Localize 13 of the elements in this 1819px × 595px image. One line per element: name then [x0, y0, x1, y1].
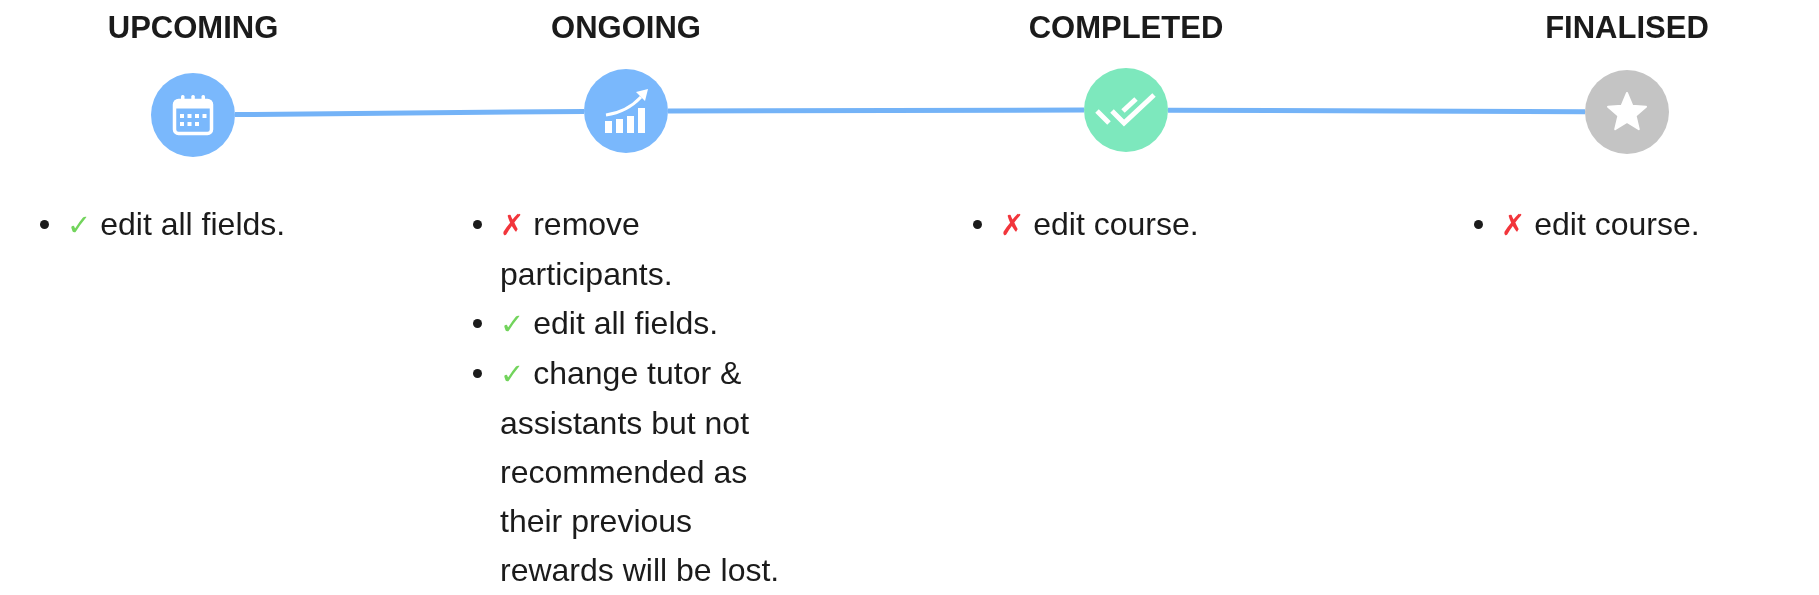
list-item-text: ✓ edit all fields.	[67, 205, 286, 244]
stage-heading: COMPLETED	[1028, 10, 1224, 46]
connector-line	[1168, 107, 1585, 115]
stage-heading: UPCOMING	[107, 10, 279, 46]
list-item-text: ✗ edit course.	[1000, 205, 1199, 244]
connector-line	[234, 108, 585, 118]
list-item-text: ✓ change tutor & assistants but not recommended as their previous rewards will be lost.	[500, 354, 781, 590]
list-item-text: ✓ edit all fields.	[500, 304, 719, 343]
list-item-text: ✗ edit course.	[1501, 205, 1700, 244]
stage-heading: ONGOING	[551, 10, 701, 46]
connector-line	[668, 107, 1084, 114]
stage-heading: FINALISED	[1545, 10, 1709, 46]
list-item-text: ✗ remove participants.	[500, 205, 674, 294]
